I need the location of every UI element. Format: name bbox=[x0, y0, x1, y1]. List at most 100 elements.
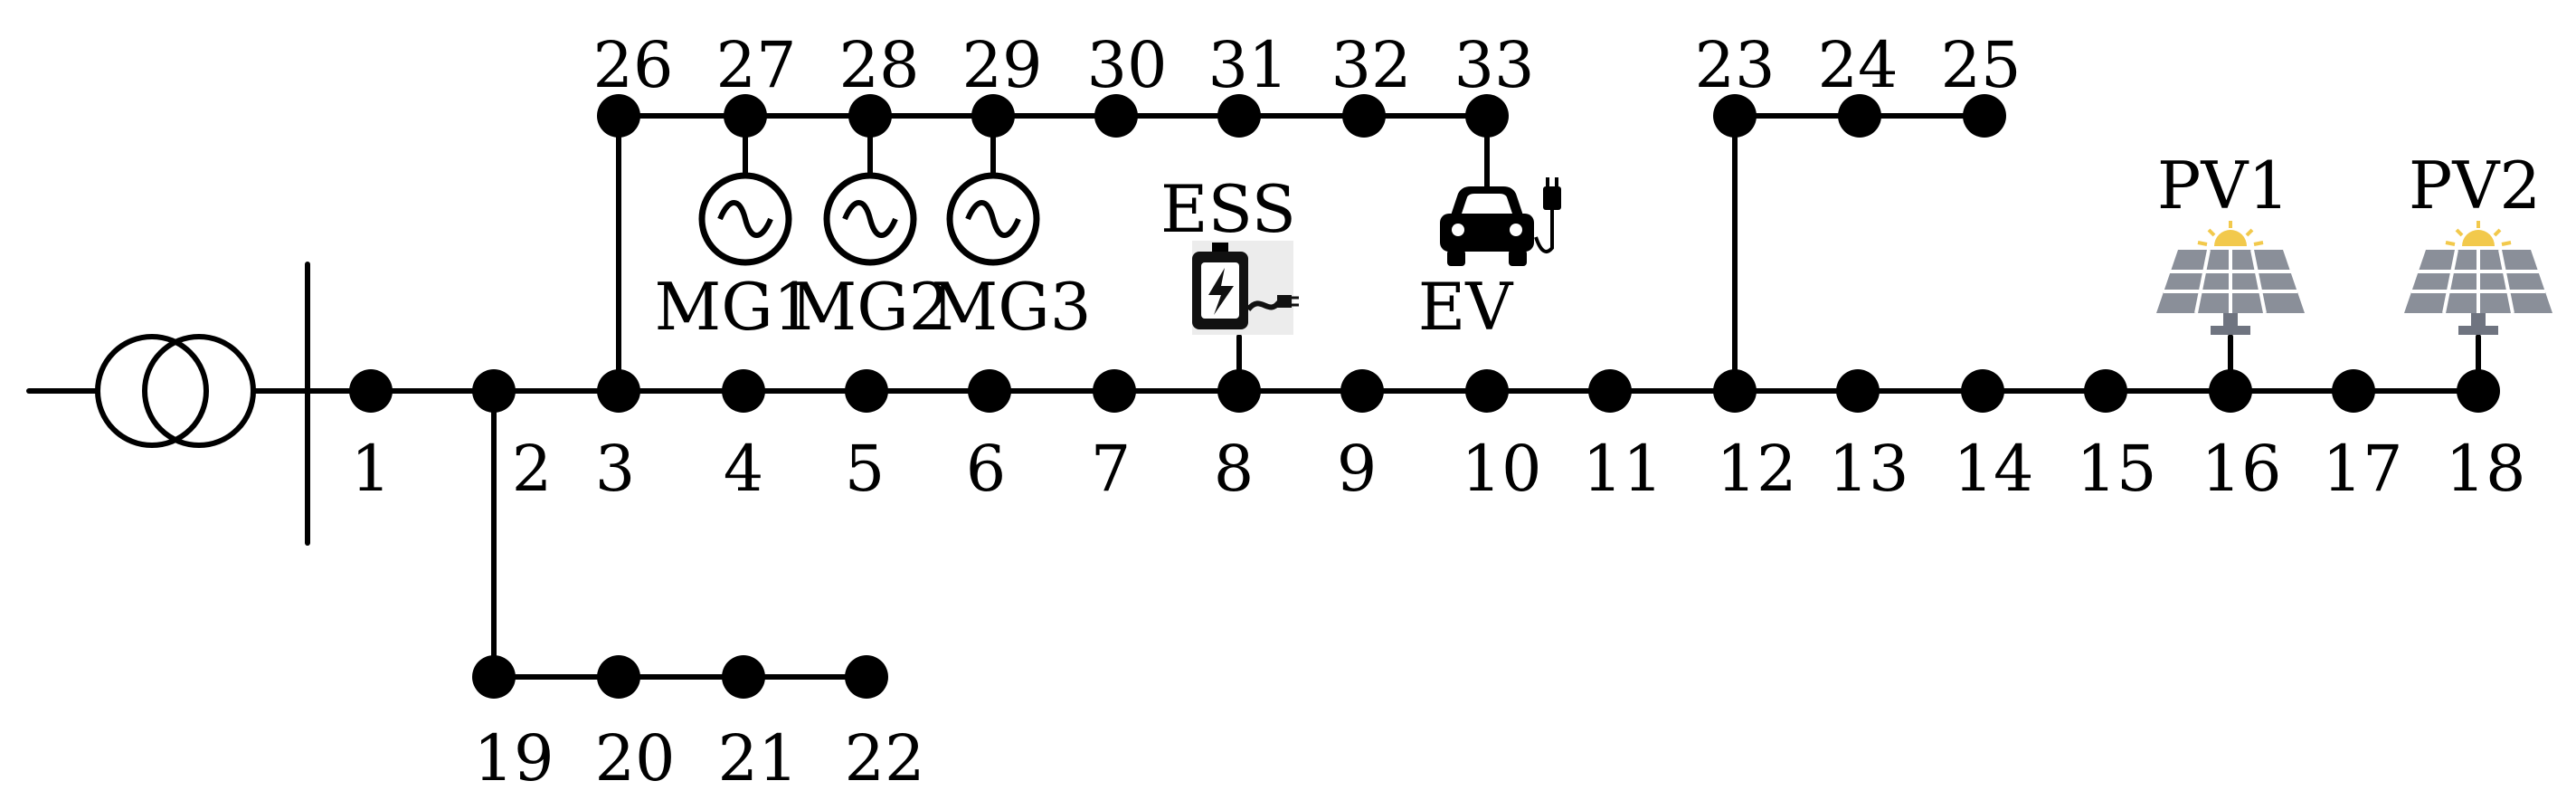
plug-icon bbox=[1277, 295, 1292, 308]
bus-label-1: 1 bbox=[351, 432, 392, 506]
bus-label-23: 23 bbox=[1694, 28, 1775, 102]
charging-cable bbox=[1245, 300, 1282, 312]
bus-label-9: 9 bbox=[1337, 432, 1378, 506]
bus-label-17: 17 bbox=[2322, 432, 2402, 506]
bus-label-24: 24 bbox=[1817, 28, 1898, 102]
mg3-label: MG3 bbox=[931, 269, 1091, 345]
lightning-icon bbox=[1208, 268, 1234, 315]
ess-label: ESS bbox=[1160, 171, 1296, 247]
transformer-winding-primary bbox=[95, 334, 209, 448]
bus-label-31: 31 bbox=[1208, 28, 1288, 102]
bus-label-5: 5 bbox=[845, 432, 886, 506]
bus-node-20 bbox=[597, 655, 640, 699]
battery-terminal bbox=[1212, 243, 1228, 252]
bus-label-33: 33 bbox=[1454, 28, 1534, 102]
transformer-winding-secondary bbox=[142, 334, 256, 448]
bus-label-29: 29 bbox=[961, 28, 1042, 102]
bus-label-2: 2 bbox=[512, 432, 553, 506]
bus-label-16: 16 bbox=[2201, 432, 2281, 506]
transformer bbox=[26, 262, 310, 546]
bus-node-1 bbox=[349, 369, 393, 413]
mg3-generator: MG3 bbox=[931, 172, 1092, 345]
bus-nodes bbox=[349, 94, 2500, 699]
ac-wave-icon bbox=[965, 200, 1021, 238]
bus-label-21: 21 bbox=[717, 721, 798, 795]
bus-label-25: 25 bbox=[1940, 28, 2021, 102]
bus-node-4 bbox=[722, 369, 765, 413]
bus-label-19: 19 bbox=[473, 721, 554, 795]
bus-node-16 bbox=[2209, 369, 2252, 413]
bus-node-27 bbox=[724, 94, 767, 138]
solar-panel-icon bbox=[2156, 221, 2305, 335]
bus-node-11 bbox=[1588, 369, 1632, 413]
pv1-label: PV1 bbox=[2157, 148, 2289, 224]
ev-charger: EV bbox=[1418, 177, 1561, 345]
bus-label-8: 8 bbox=[1214, 432, 1255, 506]
pv2-solar-array: PV2 bbox=[2404, 148, 2552, 335]
mg2-generator: MG2 bbox=[790, 172, 951, 345]
bus-label-4: 4 bbox=[724, 432, 764, 506]
ac-wave-icon bbox=[842, 200, 898, 238]
bus-node-10 bbox=[1465, 369, 1509, 413]
bus-label-26: 26 bbox=[592, 28, 673, 102]
bus-label-27: 27 bbox=[715, 28, 796, 102]
mg2-generator-icon bbox=[823, 172, 917, 266]
bus-node-9 bbox=[1340, 369, 1384, 413]
bus-node-22 bbox=[845, 655, 888, 699]
car-icon bbox=[1440, 186, 1534, 266]
bus-label-14: 14 bbox=[1953, 432, 2033, 506]
bus-label-20: 20 bbox=[594, 721, 675, 795]
bus-node-5 bbox=[845, 369, 888, 413]
pv1-solar-array: PV1 bbox=[2156, 148, 2305, 335]
bus-node-8 bbox=[1217, 369, 1261, 413]
bus-node-17 bbox=[2332, 369, 2375, 413]
pv2-label: PV2 bbox=[2409, 148, 2541, 224]
bus-node-15 bbox=[2084, 369, 2127, 413]
bus-node-18 bbox=[2457, 369, 2500, 413]
mg1-generator-icon bbox=[698, 172, 792, 266]
mg1-label: MG1 bbox=[654, 269, 814, 345]
bus-label-3: 3 bbox=[595, 432, 636, 506]
bus-node-33 bbox=[1465, 94, 1509, 138]
bus-label-22: 22 bbox=[844, 721, 924, 795]
bus-label-10: 10 bbox=[1461, 432, 1541, 506]
bus-label-7: 7 bbox=[1091, 432, 1132, 506]
bus-node-32 bbox=[1342, 94, 1386, 138]
bus-label-6: 6 bbox=[966, 432, 1007, 506]
bus-node-12 bbox=[1713, 369, 1757, 413]
bus-labels: 1 2 3 4 5 6 7 8 9 10 11 12 13 14 15 16 1… bbox=[351, 28, 2526, 795]
bus-node-23 bbox=[1713, 94, 1757, 138]
ev-label: EV bbox=[1418, 269, 1515, 345]
bus-node-29 bbox=[971, 94, 1015, 138]
bus-node-6 bbox=[968, 369, 1011, 413]
solar-panel-icon bbox=[2404, 221, 2552, 335]
bus-label-32: 32 bbox=[1331, 28, 1411, 102]
bus-node-24 bbox=[1838, 94, 1881, 138]
bus-label-18: 18 bbox=[2445, 432, 2525, 506]
bus-label-15: 15 bbox=[2076, 432, 2156, 506]
ess-storage: ESS bbox=[1160, 171, 1299, 335]
mg1-generator: MG1 bbox=[654, 172, 815, 345]
mg2-label: MG2 bbox=[790, 269, 950, 345]
bus-label-11: 11 bbox=[1582, 432, 1662, 506]
bus-node-21 bbox=[722, 655, 765, 699]
bus-node-13 bbox=[1836, 369, 1880, 413]
bus-label-12: 12 bbox=[1716, 432, 1796, 506]
charging-plug-icon bbox=[1534, 177, 1561, 253]
bus-node-2 bbox=[472, 369, 516, 413]
bus-node-30 bbox=[1094, 94, 1138, 138]
bus-node-25 bbox=[1963, 94, 2006, 138]
bus-label-28: 28 bbox=[838, 28, 919, 102]
mg3-generator-icon bbox=[946, 172, 1040, 266]
bus-node-28 bbox=[848, 94, 892, 138]
bus-node-14 bbox=[1961, 369, 2004, 413]
bus-label-13: 13 bbox=[1828, 432, 1908, 506]
bus-node-19 bbox=[472, 655, 516, 699]
bus-node-3 bbox=[597, 369, 640, 413]
bus-node-26 bbox=[597, 94, 640, 138]
bus-label-30: 30 bbox=[1086, 28, 1167, 102]
bus-node-31 bbox=[1217, 94, 1261, 138]
bus-node-7 bbox=[1093, 369, 1136, 413]
battery-icon bbox=[1192, 241, 1299, 335]
